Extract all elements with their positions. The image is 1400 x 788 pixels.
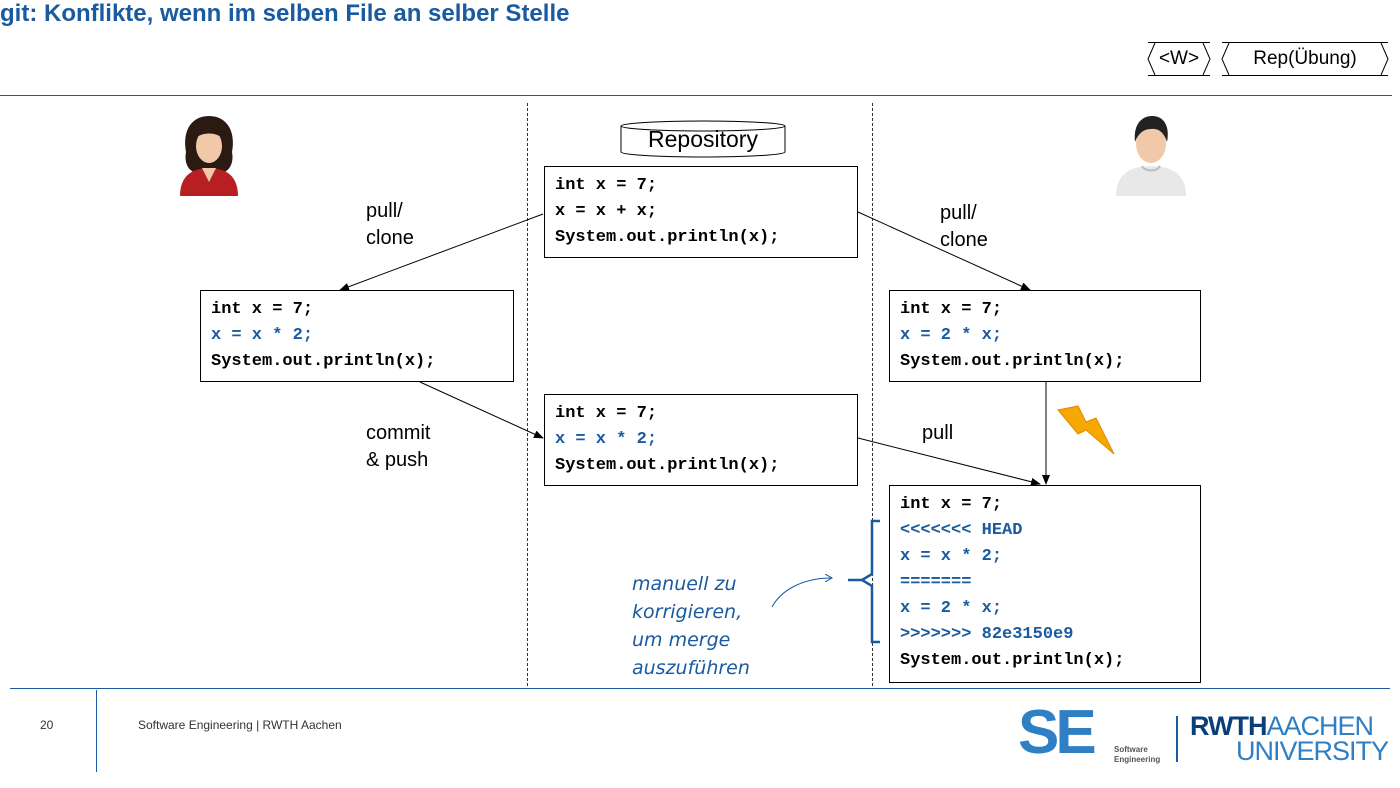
arrow-pull xyxy=(857,437,1041,486)
code-line: int x = 7; xyxy=(555,404,658,423)
code-line: int x = 7; xyxy=(211,300,314,319)
se-logo-line1: Software xyxy=(1114,745,1148,754)
note-line: um merge xyxy=(632,629,731,651)
note-line: auszuführen xyxy=(632,657,750,679)
se-logo-letters: SE xyxy=(1018,698,1097,767)
rwth-logo: RWTHAACHEN UNIVERSITY xyxy=(1190,711,1389,768)
label-line: pull/ xyxy=(366,200,403,222)
se-logo: SE Software Engineering xyxy=(1018,702,1168,770)
footer-rule xyxy=(10,688,1390,689)
arrow-note xyxy=(771,578,832,608)
label-line: pull/ xyxy=(940,202,977,224)
footer-divider xyxy=(96,690,97,772)
code-line-changed: x = 2 * x; xyxy=(900,326,1003,345)
divider-right xyxy=(872,103,873,686)
woman-user-icon xyxy=(180,116,238,196)
code-line: System.out.println(x); xyxy=(211,352,436,371)
code-line: int x = 7; xyxy=(900,495,1003,514)
note-line: korrigieren, xyxy=(632,601,743,623)
label-pull-clone-left: pull/ clone xyxy=(366,198,414,252)
tag-rep-uebung: Rep(Übung) xyxy=(1221,42,1389,76)
arrow-pull-clone-left xyxy=(339,213,544,291)
tag-bracket-icon xyxy=(1147,42,1211,76)
logo-separator xyxy=(1176,716,1178,762)
rwth-logo-line2: UNIVERSITY xyxy=(1236,736,1389,766)
code-line-changed: x = x * 2; xyxy=(211,326,314,345)
code-box-right-user: int x = 7; x = 2 * x; System.out.println… xyxy=(889,290,1201,382)
code-box-repo-initial: int x = 7; x = x + x; System.out.println… xyxy=(544,166,858,258)
label-commit-push: commit & push xyxy=(366,420,430,474)
divider-left xyxy=(527,103,528,686)
rwth-bold: RWTH xyxy=(1190,711,1267,741)
manual-fix-note: manuell zu korrigieren, um merge auszufü… xyxy=(632,570,750,682)
label-pull-clone-right: pull/ clone xyxy=(940,200,988,254)
code-line: int x = 7; xyxy=(555,176,658,195)
rwth-logo-line1: RWTHAACHEN xyxy=(1190,711,1375,741)
header-rule xyxy=(0,95,1392,96)
code-line: System.out.println(x); xyxy=(555,228,780,247)
page-number: 20 xyxy=(40,718,54,732)
code-line: x = x + x; xyxy=(555,202,658,221)
label-pull: pull xyxy=(922,422,954,444)
code-line: System.out.println(x); xyxy=(900,352,1125,371)
code-line: System.out.println(x); xyxy=(555,456,780,475)
arrow-commit-push xyxy=(419,381,544,439)
code-line-ours: x = x * 2; xyxy=(900,547,1003,566)
code-line: System.out.println(x); xyxy=(900,651,1125,670)
tag-bracket-icon xyxy=(1221,42,1389,76)
note-line: manuell zu xyxy=(632,573,737,595)
code-line-changed: x = x * 2; xyxy=(555,430,658,449)
label-line: clone xyxy=(940,229,988,251)
conflict-marker-commit: >>>>>>> 82e3150e9 xyxy=(900,625,1074,644)
arrow-pull-clone-right xyxy=(857,211,1031,291)
conflict-marker-separator: ======= xyxy=(900,573,972,592)
man-user-icon xyxy=(1116,116,1186,196)
rwth-aachen: AACHEN xyxy=(1266,711,1375,741)
slide-title: git: Konflikte, wenn im selben File an s… xyxy=(0,0,570,27)
code-line: int x = 7; xyxy=(900,300,1003,319)
footer-text: Software Engineering | RWTH Aachen xyxy=(138,718,342,732)
code-box-left-user: int x = 7; x = x * 2; System.out.println… xyxy=(200,290,514,382)
label-line: clone xyxy=(366,227,414,249)
repository-label: Repository xyxy=(648,126,758,152)
code-box-conflict: int x = 7; <<<<<<< HEAD x = x * 2; =====… xyxy=(889,485,1201,683)
lightning-conflict-icon xyxy=(1057,405,1115,455)
se-logo-line2: Engineering xyxy=(1114,755,1161,764)
tag-rep-label: Rep(Übung) xyxy=(1253,48,1357,69)
conflict-brace xyxy=(859,519,880,644)
tag-w-label: <W> xyxy=(1158,48,1200,69)
code-line-theirs: x = 2 * x; xyxy=(900,599,1003,618)
tag-w: <W> xyxy=(1147,42,1211,76)
label-line: commit xyxy=(366,422,431,444)
code-box-repo-after-push: int x = 7; x = x * 2; System.out.println… xyxy=(544,394,858,486)
label-line: & push xyxy=(366,449,429,471)
repository-cylinder-icon xyxy=(620,120,786,158)
conflict-marker-head: <<<<<<< HEAD xyxy=(900,521,1023,540)
